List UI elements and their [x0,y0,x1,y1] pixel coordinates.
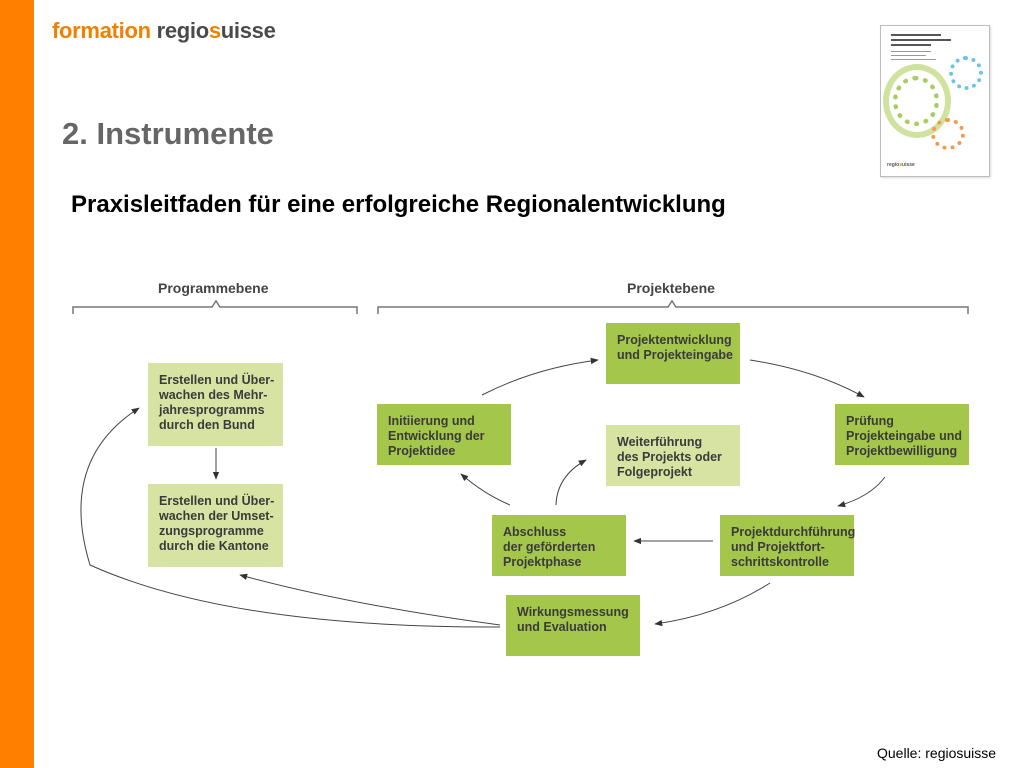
box-evaluation: Wirkungsmessung und Evaluation [506,595,640,656]
slide-subtitle: Praxisleitfaden für eine erfolgreiche Re… [71,191,726,218]
logo: formation regiosuisse [52,18,276,43]
project-level-label: Projektebene [627,280,715,296]
slide-title: 2. Instrumente [62,116,274,151]
box-implementation: Projektdurchführung und Projektfort- sch… [720,515,855,576]
source-note: Quelle: regiosuisse [877,745,997,761]
arrow-completion-to-initiation [460,473,511,506]
box-continuation: Weiterführung des Projekts oder Folgepro… [606,425,740,486]
arrow-initiation-to-dev [481,357,599,396]
arrow-evaluation-to-federal [80,407,501,628]
program-level-label: Programmebene [158,280,269,296]
arrow-evaluation-to-cantons [239,573,501,626]
side-accent-bar [0,0,34,768]
box-program-cantons: Erstellen und Über- wachen der Umset- zu… [148,484,283,567]
arrow-dev-to-review [749,359,865,398]
box-completion: Abschluss der geförderten Projektphase [492,515,626,576]
box-program-federal: Erstellen und Über- wachen des Mehr- jah… [148,363,283,446]
program-level-brace [72,299,358,314]
arrow-review-to-implementation [837,476,886,508]
publication-cover-thumbnail: regiosuisse [880,25,990,177]
project-level-brace [377,299,969,314]
box-project-development: Projektentwicklung und Projekteingabe [606,323,740,384]
box-review: Prüfung Projekteingabe und Projektbewill… [835,404,969,465]
box-initiation: Initiierung und Entwicklung der Projekti… [377,404,511,465]
arrow-implementation-to-evaluation [654,582,771,627]
arrow-completion-to-continuation [555,459,587,506]
